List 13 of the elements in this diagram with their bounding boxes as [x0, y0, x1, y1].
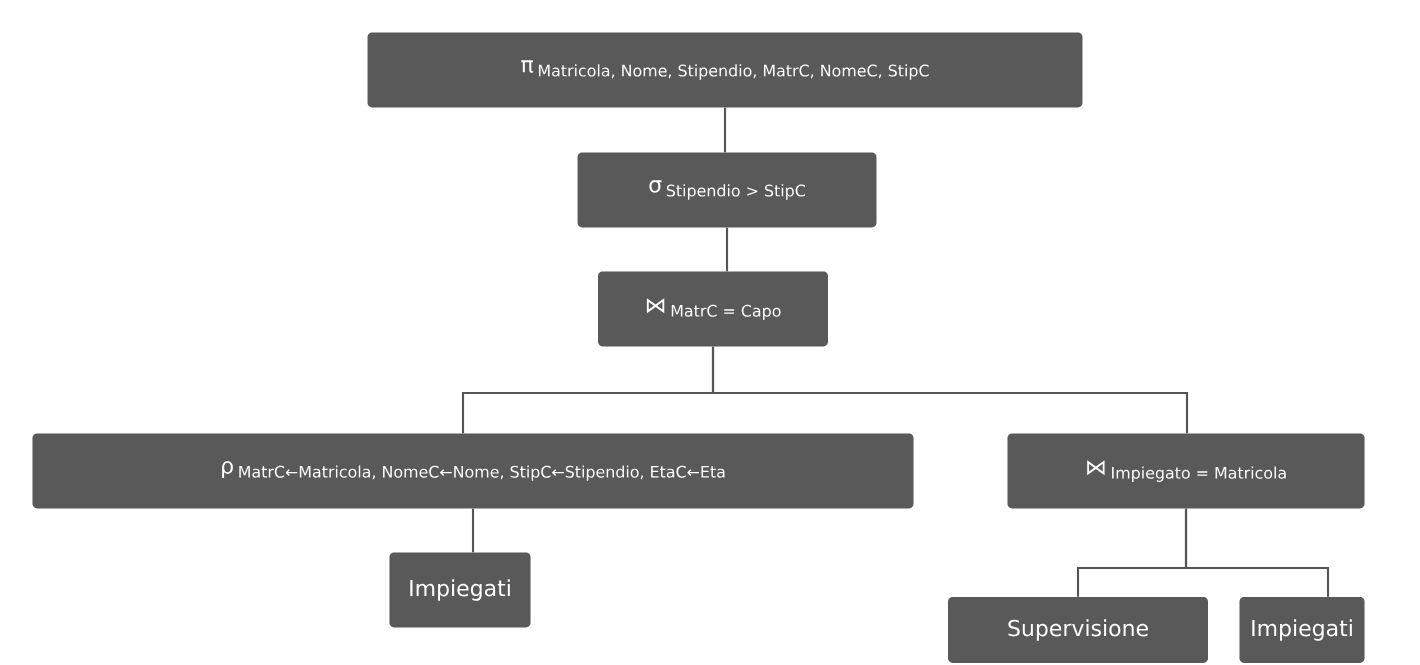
connector-line [1184, 508, 1330, 597]
operator-box: ρ MatrC←Matricola, NomeC←Nome, StipC←Stipendio, EtaC←Eta [32, 433, 914, 509]
operator-box: π Matricola, Nome, Stipendio, MatrC, NomeC, StipC [367, 32, 1083, 108]
operator-box: ⋈ Impiegato = Matricola [1007, 433, 1365, 509]
connector-line [471, 508, 475, 553]
operator-box: Impiegati [389, 552, 531, 628]
connector-line [725, 227, 729, 272]
connector-line [711, 346, 1189, 434]
operator-box: Impiegati [1239, 597, 1365, 663]
operator-box: σ Stipendio > StipC [577, 152, 877, 228]
connector-line [723, 107, 727, 153]
operator-box: ⋈ MatrC = Capo [598, 271, 828, 347]
operator-box: Supervisione [948, 597, 1208, 663]
